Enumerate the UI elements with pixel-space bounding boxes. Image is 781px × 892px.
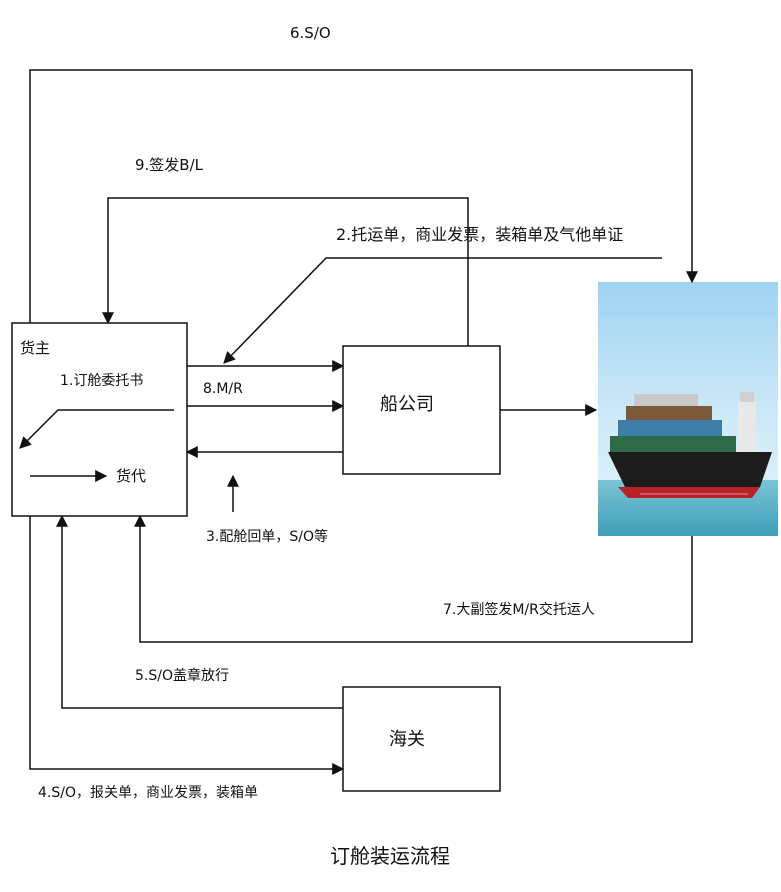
customs-box: [342, 686, 501, 792]
internal-handover-line: [19, 409, 174, 449]
edge-7-label: 7.大副签发M/R交托运人: [443, 601, 595, 618]
shipper-box: [11, 322, 188, 517]
edge-6-line: [29, 69, 698, 323]
edge-4-line: [29, 516, 345, 775]
edge-2-line: [223, 257, 662, 364]
edge-3-label: 3.配舱回单，S/O等: [206, 528, 328, 545]
edge-9-label: 9.签发B/L: [135, 156, 204, 174]
diagram-caption: 订舱装运流程: [330, 844, 450, 868]
edge-2-label: 2.托运单，商业发票，装箱单及气他单证: [336, 225, 623, 244]
edge-9-line: [102, 197, 469, 346]
carrier-box: [342, 345, 501, 475]
edge-5-label: 5.S/O盖章放行: [135, 667, 229, 684]
container-ship-photo: [598, 282, 778, 536]
edge-8-label: 8.M/R: [203, 381, 243, 397]
edge-7-line: [134, 514, 693, 643]
forwarder-label: 货代: [116, 467, 146, 485]
carrier-label: 船公司: [380, 394, 434, 415]
edge-5-line: [56, 514, 343, 709]
shipper-label: 货主: [20, 339, 50, 357]
edge-1-label: 1.订舱委托书: [60, 373, 143, 389]
customs-label: 海关: [389, 729, 425, 750]
edge-6-label: 6.S/O: [290, 24, 331, 42]
edge-4-label: 4.S/O，报关单，商业发票，装箱单: [38, 785, 258, 801]
